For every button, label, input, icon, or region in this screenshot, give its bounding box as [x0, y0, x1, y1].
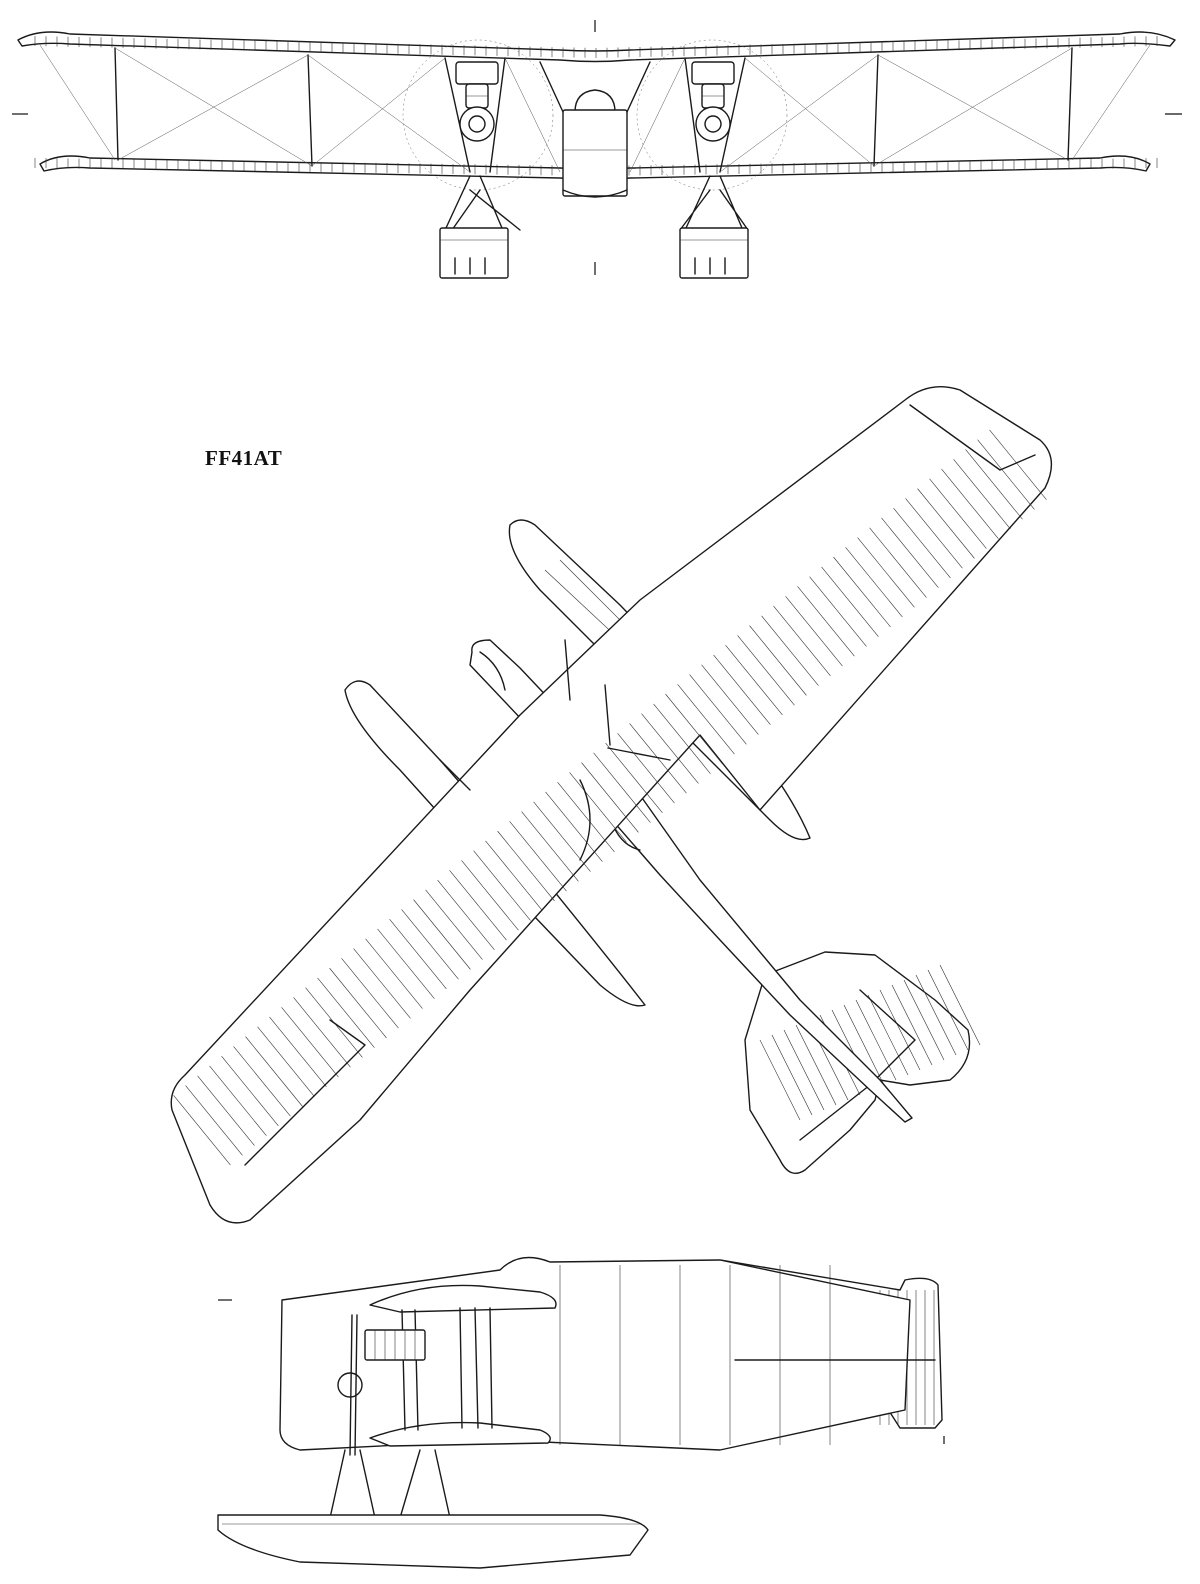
front-left-engine [455, 61, 499, 142]
plan-wing-ribs [173, 429, 1047, 1166]
front-right-engine [691, 61, 735, 142]
side-upper-wing [369, 1284, 557, 1313]
plan-left-aileron [244, 1019, 366, 1166]
side-float-struts [329, 1449, 451, 1519]
aircraft-designation-label: FF41AT [205, 446, 283, 470]
front-upper-wing-ribs [34, 35, 1158, 58]
front-upper-wing [17, 31, 1176, 63]
front-right-float [679, 175, 749, 279]
plan-wing [170, 386, 1053, 1224]
side-propeller [349, 1314, 358, 1456]
plan-right-aileron [909, 404, 1036, 471]
plan-float-struts [439, 639, 671, 791]
front-view [12, 20, 1182, 279]
front-fuselage [539, 61, 651, 198]
plan-elevator-hinge [799, 989, 916, 1141]
side-lower-wing [369, 1421, 551, 1447]
plan-wing-root [579, 779, 591, 861]
front-left-propeller-disc [402, 39, 554, 191]
side-float [217, 1514, 649, 1569]
front-bracing-wires [39, 44, 1151, 173]
front-lower-wing-ribs [34, 157, 1158, 176]
front-right-propeller-disc [636, 39, 788, 191]
plan-cockpit-outline [479, 651, 506, 691]
front-interplane-struts [114, 47, 1073, 173]
front-left-float [439, 175, 521, 279]
side-view [217, 1256, 945, 1569]
side-interplane-struts [401, 1307, 493, 1431]
side-fuselage-frames [559, 1265, 831, 1445]
plan-view [170, 386, 1053, 1224]
